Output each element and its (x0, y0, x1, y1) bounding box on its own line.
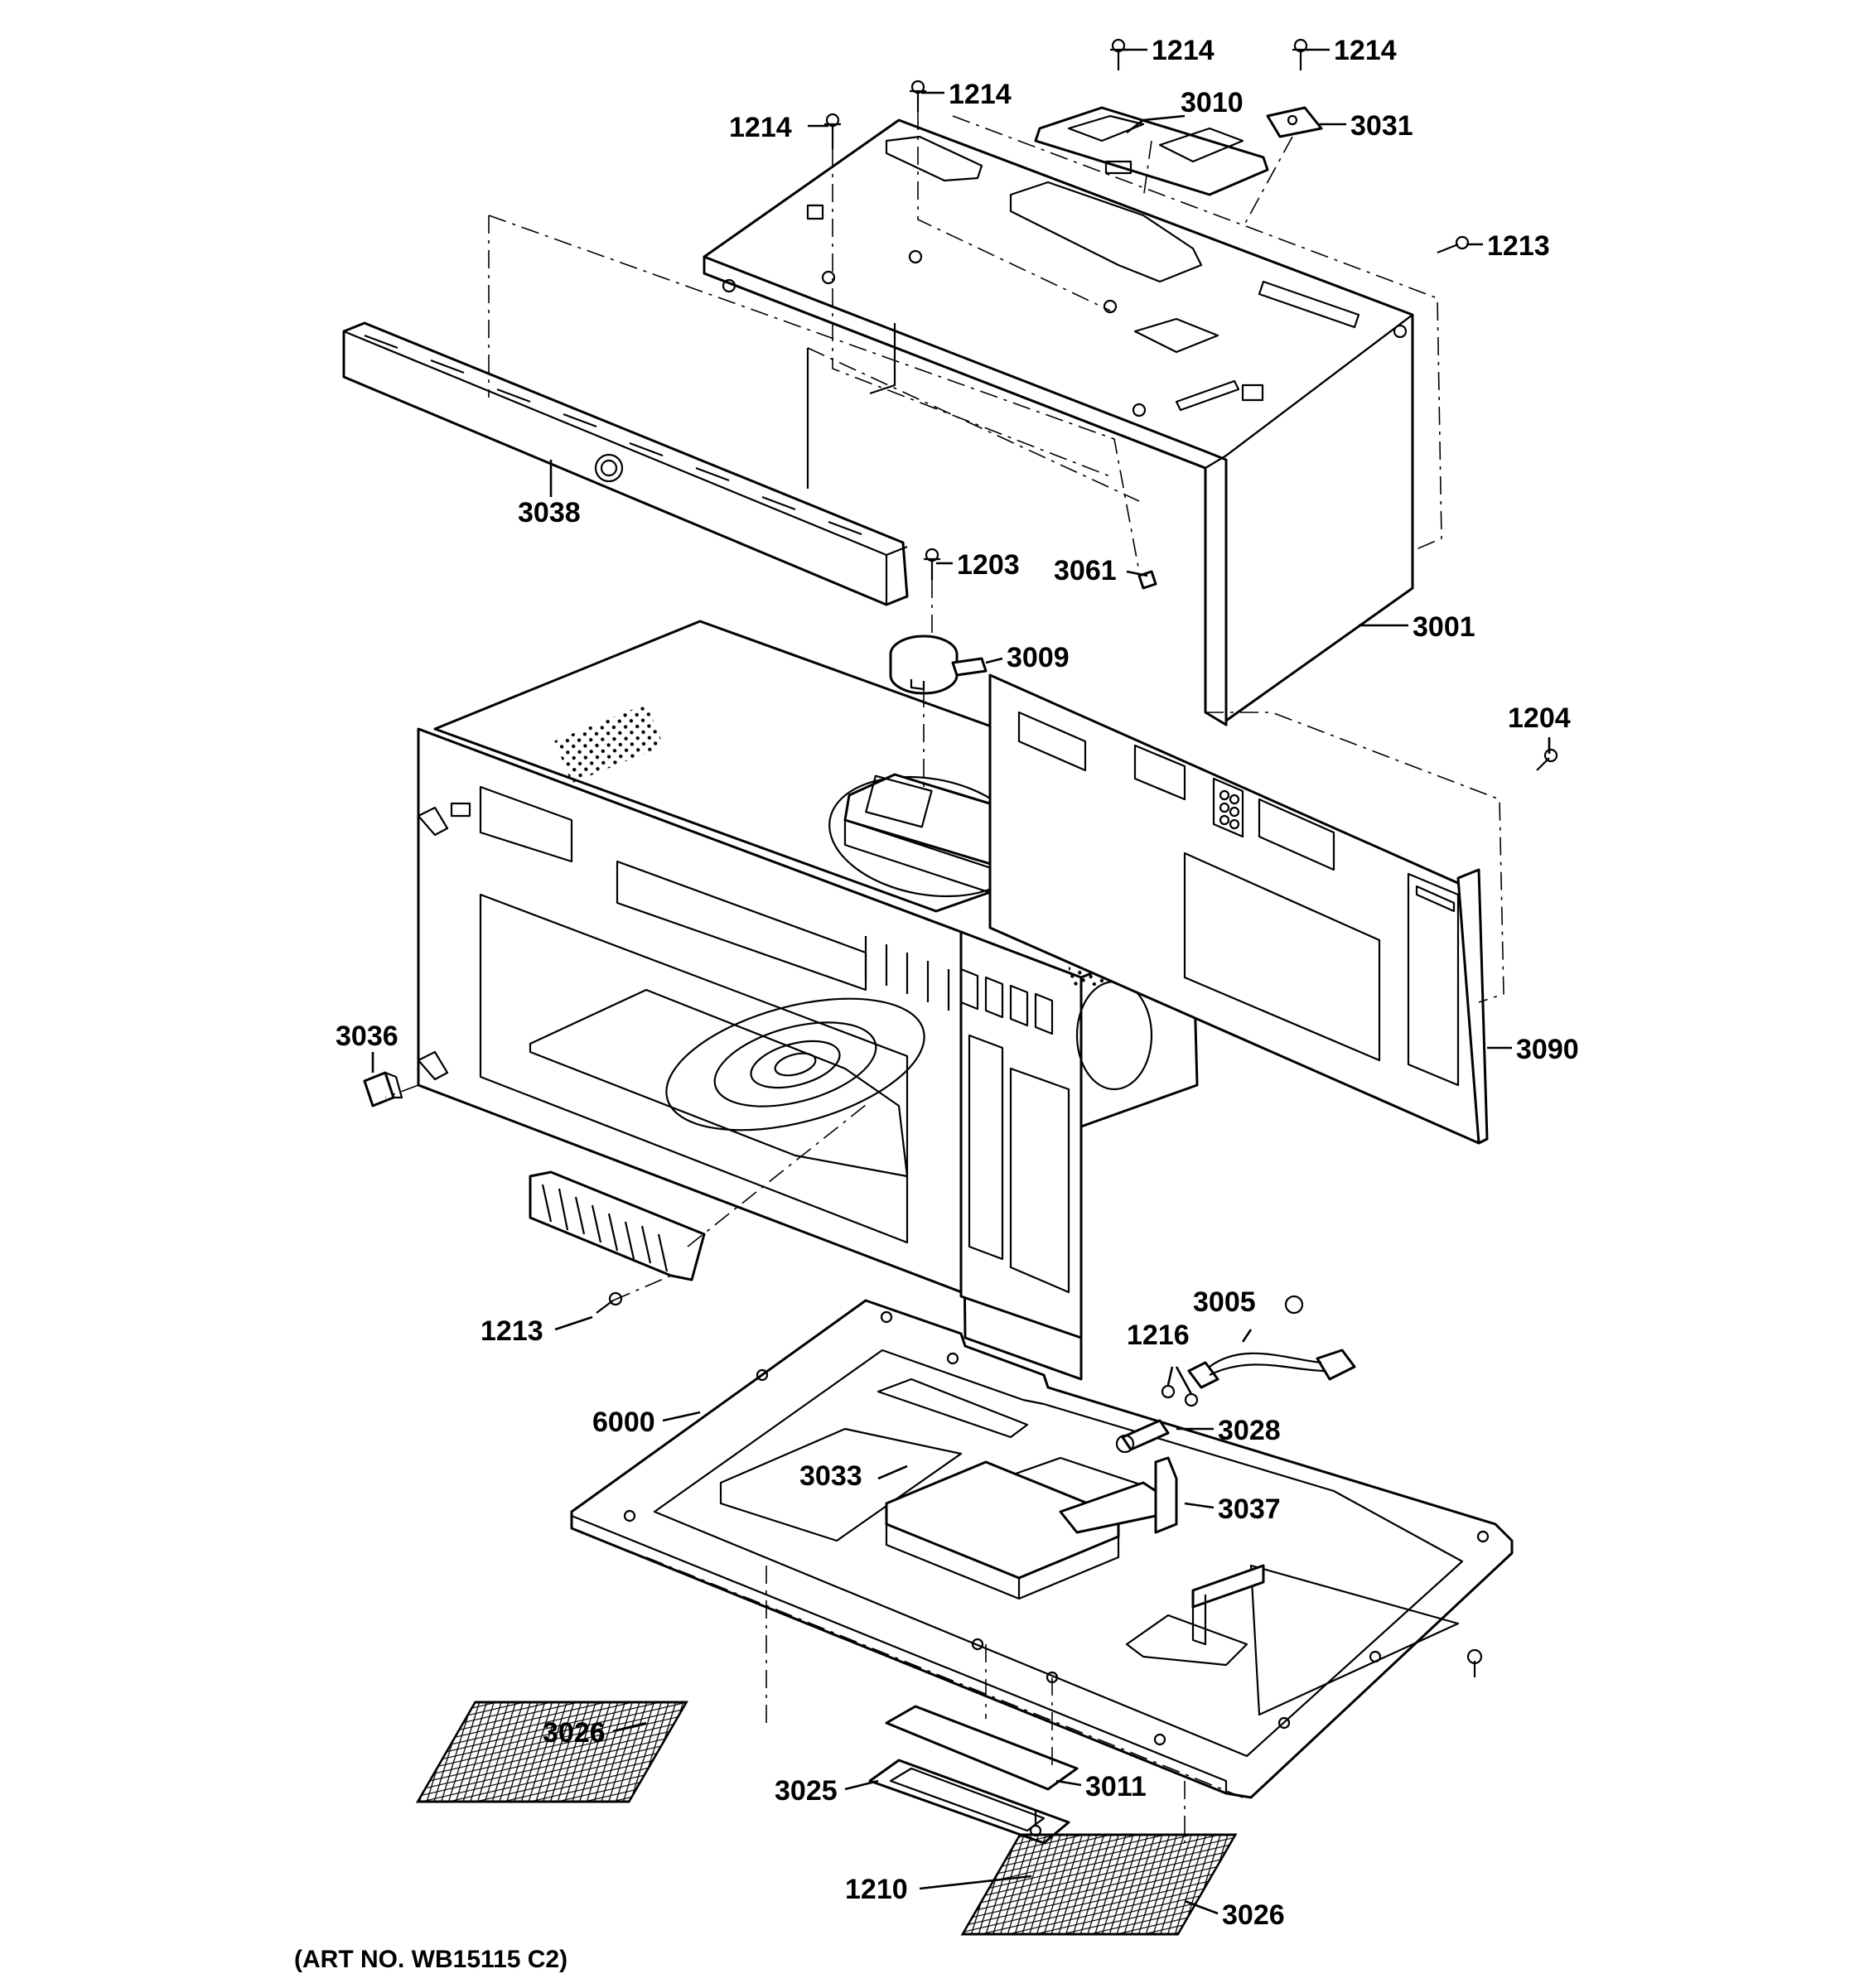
callout-1213: 1213 (481, 1315, 543, 1347)
top-bracket-3010 (1034, 106, 1269, 196)
callout-3010: 3010 (1181, 87, 1244, 118)
callout-1203: 1203 (957, 549, 1020, 581)
wire-harness-3005 (1187, 1295, 1356, 1389)
fan-motor-3009 (889, 635, 988, 695)
bracket-3037 (1059, 1456, 1265, 1646)
screw-1216b (1184, 1392, 1199, 1407)
lamp-lens-3011 (885, 1705, 1079, 1791)
callout-3038: 3038 (518, 497, 581, 528)
lamp-3028 (1115, 1419, 1170, 1454)
callout-labels: 1214 1214 1214 1214 3010 3031 1213 3038 … (336, 35, 1579, 1931)
callout-3061: 3061 (1054, 555, 1117, 586)
callout-1204: 1204 (1508, 702, 1571, 734)
callout-3011: 3011 (1085, 1771, 1147, 1802)
callout-3009: 3009 (1007, 642, 1070, 673)
callout-1214: 1214 (1152, 35, 1215, 66)
callout-1214: 1214 (729, 112, 792, 143)
bracket-3031 (1266, 106, 1323, 138)
lamp-cover-3025 (868, 1759, 1070, 1845)
art-number: (ART NO. WB15115 C2) (294, 1946, 567, 1973)
back-plate-3090 (988, 673, 1489, 1145)
outer-case (703, 118, 1414, 726)
screws (596, 38, 1558, 1837)
callout-3036: 3036 (336, 1021, 398, 1052)
callout-3028: 3028 (1218, 1415, 1281, 1446)
callout-3025: 3025 (775, 1775, 838, 1807)
callout-3037: 3037 (1218, 1493, 1281, 1525)
callout-1214: 1214 (949, 79, 1012, 110)
callout-3031: 3031 (1350, 110, 1413, 142)
callout-1216: 1216 (1127, 1320, 1190, 1351)
callout-1213: 1213 (1487, 230, 1550, 262)
callout-6000: 6000 (592, 1407, 655, 1438)
callout-3005: 3005 (1193, 1286, 1256, 1318)
callout-3033: 3033 (799, 1460, 862, 1492)
callout-3090: 3090 (1516, 1034, 1579, 1065)
grease-filter-left (415, 1701, 688, 1803)
transformer-3033 (885, 1460, 1120, 1600)
air-guide-grille (529, 1170, 706, 1281)
callout-3026: 3026 (1222, 1899, 1285, 1931)
callout-1214: 1214 (1334, 35, 1397, 66)
alignment-lines (384, 112, 1504, 1843)
grease-filter-right (960, 1833, 1238, 1936)
callout-3001: 3001 (1413, 611, 1475, 643)
callout-1210: 1210 (845, 1874, 908, 1905)
vent-grille-3038 (342, 321, 909, 606)
callout-3026: 3026 (543, 1717, 606, 1749)
leader-lines (371, 48, 1551, 1915)
foot-3036 (363, 1071, 403, 1107)
screw-1216a (1161, 1384, 1176, 1399)
